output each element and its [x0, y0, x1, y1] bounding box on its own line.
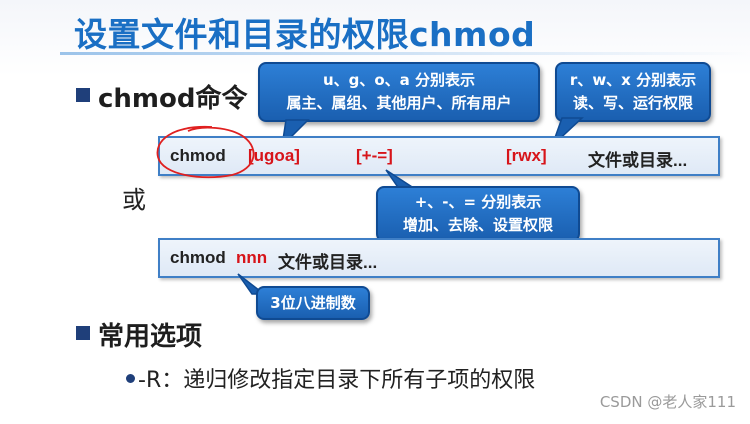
callout-rwx-line2: 读、写、运行权限	[572, 94, 693, 112]
syntax-box-symbolic	[158, 136, 720, 176]
syntax1-who: [ugoa]	[248, 146, 300, 165]
bullet-square-icon	[76, 88, 90, 102]
or-label: 或	[122, 186, 146, 214]
syntax1-target: 文件或目录...	[588, 151, 688, 170]
callout-ugoa: u、g、o、a 分别表示 属主、属组、其他用户、所有用户	[258, 62, 540, 122]
syntax2-cmd: chmod	[170, 248, 226, 267]
syntax2-num: nnn	[236, 248, 268, 267]
syntax-box-numeric	[158, 238, 720, 278]
options-heading: 常用选项	[98, 322, 203, 352]
syntax1-perm: [rwx]	[506, 146, 547, 165]
option-item-recursive: -R：递归修改指定目录下所有子项的权限	[138, 368, 536, 393]
callout-rwx: r、w、x 分别表示 读、写、运行权限	[555, 62, 711, 122]
command-heading: chmod命令	[98, 84, 248, 114]
syntax1-cmd: chmod	[170, 146, 226, 165]
callout-ops-line2: 增加、去除、设置权限	[402, 216, 553, 234]
callout-ugoa-line1: u、g、o、a 分别表示	[322, 71, 476, 89]
slide-title: 设置文件和目录的权限chmod	[74, 15, 536, 54]
title-underline	[60, 52, 750, 55]
callout-ops-line1: +、-、= 分别表示	[414, 193, 542, 211]
callout-ugoa-line2: 属主、属组、其他用户、所有用户	[286, 94, 512, 112]
callout-nnn: 3位八进制数	[256, 286, 370, 320]
syntax2-target: 文件或目录...	[278, 253, 378, 272]
syntax1-op: [+-=]	[356, 146, 393, 165]
red-circle-annotation	[156, 126, 255, 179]
bullet-square-icon-2	[76, 326, 90, 340]
callout-ops: +、-、= 分别表示 增加、去除、设置权限	[376, 186, 580, 242]
watermark: CSDN @老人家111	[599, 393, 736, 411]
callout-rwx-line1: r、w、x 分别表示	[569, 71, 697, 89]
option-bullet-icon	[126, 374, 135, 383]
callout-nnn-line1: 3位八进制数	[270, 293, 356, 312]
